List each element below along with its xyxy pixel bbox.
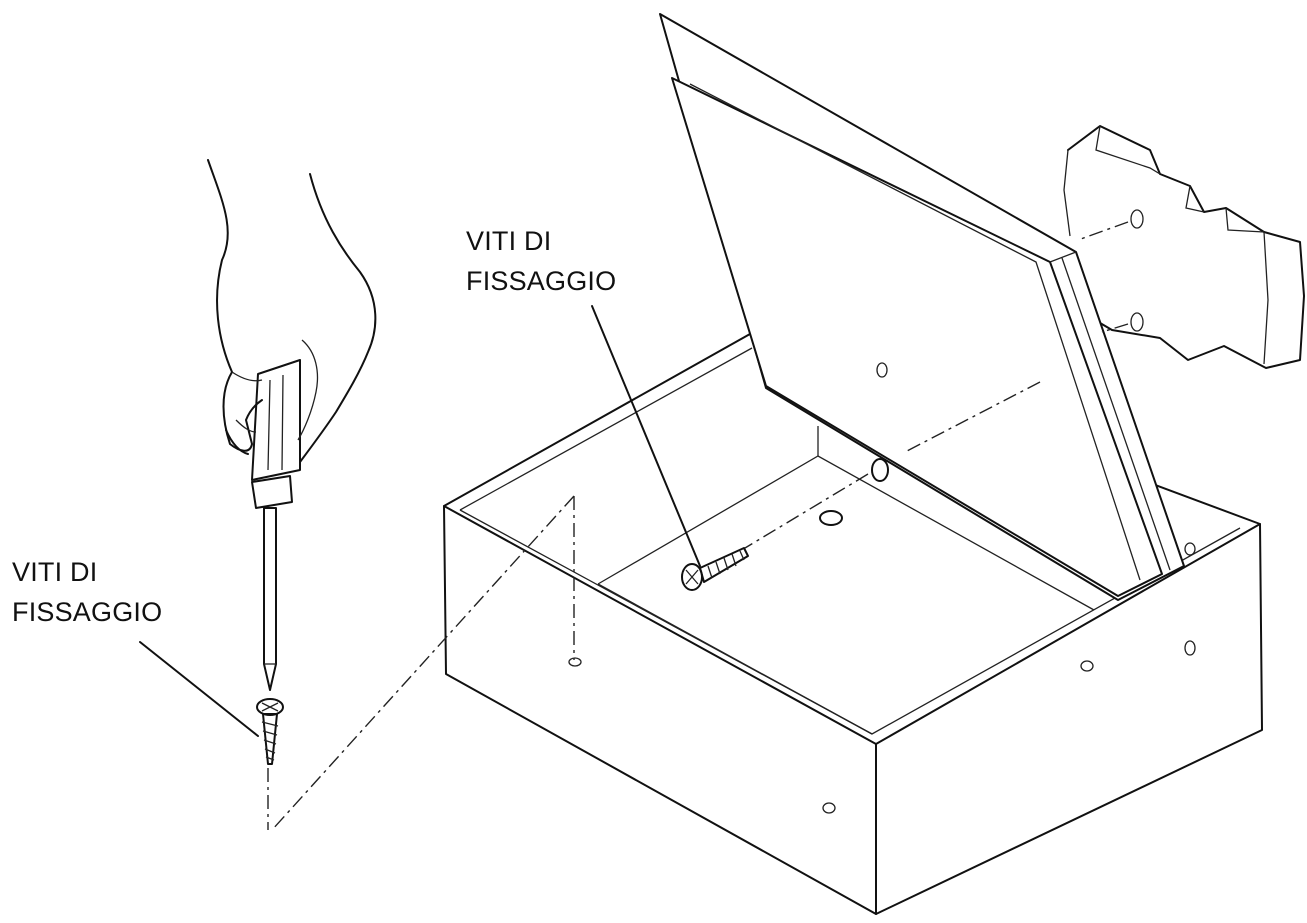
safe-side-hole-icon xyxy=(1184,542,1196,556)
leader-inner xyxy=(591,305,701,567)
lid-front-panel xyxy=(671,77,1163,597)
wall-hole-icon xyxy=(1130,312,1144,332)
safe-floor-hole-icon xyxy=(819,510,843,526)
safe-back-hole-icon xyxy=(871,458,889,482)
safe-side-hole-icon xyxy=(568,657,582,667)
wall-section xyxy=(1063,125,1305,369)
leader-left xyxy=(139,641,259,737)
leader-lines xyxy=(139,305,701,737)
screwdriver-icon xyxy=(251,359,301,691)
safe-side-hole-icon xyxy=(822,802,836,814)
screw-icon xyxy=(256,698,284,765)
wall-hole-icon xyxy=(1130,209,1144,229)
lid-hole-icon xyxy=(876,362,888,378)
screw-icon xyxy=(681,547,749,591)
label-left-screw-line1: VITI DI xyxy=(12,557,97,587)
safe-side-hole-icon xyxy=(1080,660,1094,672)
hand-icon xyxy=(207,159,377,463)
safe-lid xyxy=(659,13,1185,601)
label-inner-screw-line2: FISSAGGIO xyxy=(466,266,616,296)
label-inner-screw-line1: VITI DI xyxy=(466,226,551,256)
alignment-lines xyxy=(267,221,1129,831)
safe-side-hole-icon xyxy=(1184,640,1196,656)
label-left-screw-line2: FISSAGGIO xyxy=(12,597,162,627)
